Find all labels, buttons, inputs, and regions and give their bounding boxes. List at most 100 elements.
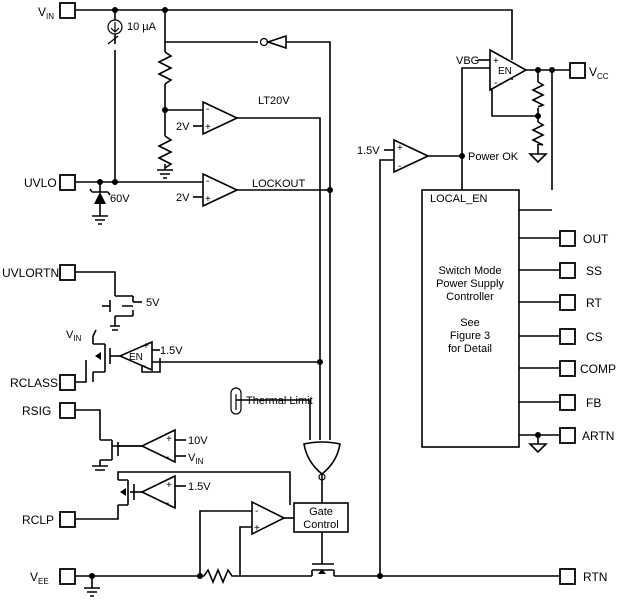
pin-rsig[interactable] [59, 402, 76, 419]
label-ref-2v-a: 2V [176, 121, 190, 133]
pin-vee[interactable] [59, 568, 76, 585]
label-control: Control [303, 519, 338, 531]
label-vbg: VBG [456, 55, 479, 67]
pin-vin[interactable] [59, 2, 76, 19]
mosfet-icon [92, 329, 111, 373]
pin-label-comp: COMP [580, 362, 616, 376]
ground-icon [84, 587, 100, 597]
pin-label-rclp: RCLP [22, 513, 54, 527]
pin-rclp[interactable] [59, 511, 76, 528]
minus-sign: - [206, 176, 209, 187]
label-gate: Gate [309, 506, 333, 518]
plus-sign: + [254, 523, 260, 534]
ground-arrow-icon [528, 153, 548, 164]
resistor-icon [157, 51, 173, 85]
pin-label-rtn: RTN [583, 570, 607, 584]
label-zener: 60V [110, 193, 130, 205]
pin-rtn[interactable] [559, 568, 576, 585]
plus-sign: + [166, 480, 172, 491]
pin-rclass[interactable] [59, 374, 76, 391]
label-current-source: 10 µA [127, 21, 157, 33]
pin-rt[interactable] [559, 294, 576, 311]
minus-sign: - [398, 161, 401, 172]
pin-fb[interactable] [559, 394, 576, 411]
minus-sign: - [494, 78, 497, 89]
junction-dots [89, 7, 555, 579]
plus-sign: + [205, 194, 211, 205]
pin-label-uvlo: UVLO [24, 176, 57, 190]
label-ref-1v5-a: 1.5V [160, 345, 183, 357]
amplifier-rclp: + - [140, 474, 176, 510]
ground-icon [92, 215, 108, 225]
resistor-icon [203, 567, 234, 585]
ground-icon [157, 164, 173, 179]
pin-label-vee: VEE [30, 570, 49, 586]
ground-arrow-icon [528, 443, 548, 454]
minus-sign: - [143, 361, 146, 372]
pin-label-artn: ARTN [582, 429, 614, 443]
controller-line-1: Switch Mode [439, 265, 502, 277]
plus-sign: + [397, 143, 403, 154]
nor-gate-icon [303, 441, 341, 481]
mosfet-icon [118, 479, 135, 506]
resistor-icon [531, 81, 545, 108]
mosfet-icon [102, 295, 133, 331]
label-vin-small2: VIN [188, 452, 204, 466]
minus-sign: - [255, 506, 258, 517]
label-thermal: Thermal Limit [246, 395, 313, 407]
label-en-a: EN [129, 352, 143, 363]
plus-sign: + [166, 434, 172, 445]
plus-sign: + [143, 341, 149, 352]
gate-control-block [293, 502, 349, 533]
label-ref-5v: 5V [146, 297, 160, 309]
current-source-icon [107, 19, 123, 45]
power-mosfet-icon [311, 556, 335, 576]
label-power-ok: Power OK [468, 151, 519, 163]
controller-line-4: See [460, 317, 480, 329]
pin-label-rclass: RCLASS [10, 376, 58, 390]
amplifier-gate: - + [251, 500, 286, 536]
pin-cs[interactable] [559, 328, 576, 345]
label-lockout: LOCKOUT [252, 178, 305, 190]
comparator-power-ok: + - [393, 138, 430, 174]
controller-line-3: Controller [446, 291, 494, 303]
pin-uvlo[interactable] [59, 174, 76, 191]
minus-sign: - [166, 452, 169, 463]
label-ref-1v5-b: 1.5V [188, 481, 211, 493]
controller-line-5: Figure 3 [450, 330, 490, 342]
pin-label-cs: CS [586, 330, 603, 344]
label-local-en: LOCAL_EN [430, 193, 488, 205]
pin-comp[interactable] [559, 360, 576, 377]
inverter-icon [259, 34, 287, 50]
pin-label-uvlortn: UVLORTN [2, 266, 59, 280]
label-ref-10v: 10V [188, 435, 208, 447]
pin-label-fb: FB [586, 396, 601, 410]
controller-line-2: Power Supply [436, 278, 504, 290]
plus-sign: + [493, 56, 499, 67]
resistor-icon [157, 135, 173, 169]
minus-sign: - [166, 498, 169, 509]
resistor-icon [531, 121, 545, 146]
label-vin-small: VIN [66, 329, 82, 343]
controller-block [421, 189, 520, 448]
amplifier-en-b: + - [489, 48, 528, 92]
pin-label-rsig: RSIG [22, 404, 51, 418]
pin-label-out: OUT [583, 232, 609, 246]
pin-label-rt: RT [586, 296, 602, 310]
pin-artn[interactable] [559, 427, 576, 444]
pin-label-vcc: VCC [589, 65, 609, 81]
amplifier-rsig: + - [140, 428, 176, 464]
thermometer-icon [230, 387, 242, 415]
pin-ss[interactable] [559, 262, 576, 279]
plus-sign: + [205, 122, 211, 133]
label-lt20v: LT20V [258, 95, 290, 107]
comparator-lockout: - + [202, 172, 239, 208]
controller-line-6: for Detail [448, 343, 492, 355]
minus-sign: - [206, 104, 209, 115]
pin-uvlortn[interactable] [59, 264, 76, 281]
pin-vcc[interactable] [569, 62, 586, 79]
pin-out[interactable] [559, 230, 576, 247]
label-ref-2v-b: 2V [176, 192, 190, 204]
label-en-b: EN [498, 66, 512, 77]
